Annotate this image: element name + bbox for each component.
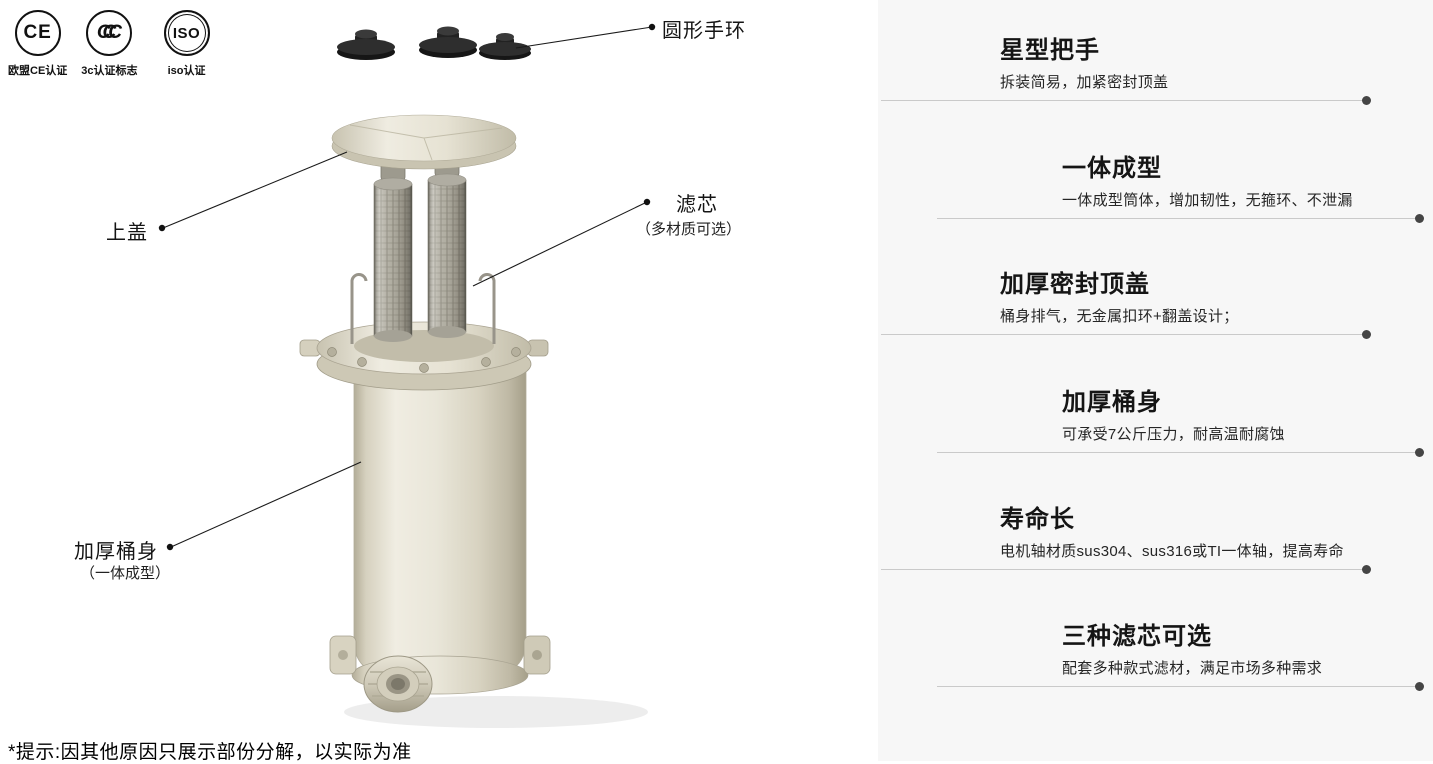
divider-dot	[1415, 682, 1424, 691]
feature-star-handle: 星型把手 拆装简易，加紧密封顶盖	[878, 30, 1433, 105]
hook-rods	[350, 273, 496, 344]
badge-iso: ISO iso认证	[163, 10, 210, 78]
knob-1	[337, 29, 395, 60]
badge-ce-label: 欧盟CE认证	[8, 65, 68, 77]
knob-2	[419, 26, 477, 58]
feature-panel: 星型把手 拆装简易，加紧密封顶盖 一体成型 一体成型筒体，增加韧性，无箍环、不泄…	[878, 0, 1433, 761]
feature-title: 三种滤芯可选	[1062, 623, 1212, 650]
feature-desc: 电机轴材质sus304、sus316或TI一体轴，提高寿命	[1000, 543, 1344, 560]
certification-badges: CE 欧盟CE认证 CCC 3c认证标志 ISO iso认证	[8, 10, 210, 78]
feature-sealed-lid: 加厚密封顶盖 桶身排气，无金属扣环+翻盖设计；	[878, 264, 1433, 339]
round-handles	[337, 26, 531, 60]
feature-desc: 拆装简易，加紧密封顶盖	[1000, 74, 1169, 91]
feature-title: 寿命长	[1000, 506, 1075, 533]
callout-body-sub: （一体成型）	[80, 565, 171, 582]
feature-one-piece: 一体成型 一体成型筒体，增加韧性，无箍环、不泄漏	[878, 148, 1433, 223]
filter-housing-illustration	[158, 23, 656, 728]
feature-title: 加厚桶身	[1062, 389, 1162, 416]
housing-body	[329, 365, 551, 713]
feature-long-life: 寿命长 电机轴材质sus304、sus316或TI一体轴，提高寿命	[878, 499, 1433, 574]
feature-divider	[881, 330, 1371, 339]
feature-divider	[937, 448, 1424, 457]
feature-divider	[881, 96, 1371, 105]
badge-ccc-label: 3c认证标志	[81, 65, 138, 77]
feature-title: 一体成型	[1062, 155, 1162, 182]
divider-dot	[1362, 96, 1371, 105]
feature-desc: 桶身排气，无金属扣环+翻盖设计；	[1000, 308, 1239, 325]
divider-dot	[1415, 448, 1424, 457]
callout-lines	[158, 23, 656, 551]
ccc-cert-icon: CCC	[86, 10, 133, 56]
feature-desc: 可承受7公斤压力，耐高温耐腐蚀	[1062, 426, 1285, 443]
badge-ce: CE 欧盟CE认证	[8, 10, 67, 78]
callout-filter: 滤芯	[676, 194, 718, 216]
feature-thick-body: 加厚桶身 可承受7公斤压力，耐高温耐腐蚀	[878, 382, 1433, 457]
divider-dot	[1415, 214, 1424, 223]
feature-desc: 配套多种款式滤材，满足市场多种需求	[1062, 660, 1323, 677]
disclaimer-note: *提示:因其他原因只展示部份分解，以实际为准	[8, 742, 412, 763]
feature-filter-options: 三种滤芯可选 配套多种款式滤材，满足市场多种需求	[878, 616, 1433, 691]
ground-shadow	[344, 696, 648, 728]
bottom-outlet	[363, 655, 433, 713]
cartridge-left	[373, 157, 413, 342]
badge-iso-label: iso认证	[167, 65, 206, 77]
divider-dot	[1362, 330, 1371, 339]
iso-cert-icon: ISO	[163, 10, 210, 56]
callout-lid: 上盖	[106, 222, 148, 244]
filter-cartridges	[373, 153, 467, 342]
feature-divider	[937, 214, 1424, 223]
knob-3	[479, 33, 531, 60]
feature-divider	[937, 682, 1424, 691]
badge-ccc: CCC 3c认证标志	[81, 10, 138, 78]
housing-lid	[331, 114, 517, 170]
feature-title: 加厚密封顶盖	[1000, 271, 1150, 298]
callout-handle: 圆形手环	[662, 20, 746, 42]
callout-body: 加厚桶身	[74, 541, 158, 563]
feature-desc: 一体成型筒体，增加韧性，无箍环、不泄漏	[1062, 192, 1353, 209]
housing-flange	[299, 321, 549, 391]
cartridge-right	[427, 153, 467, 338]
feature-title: 星型把手	[1000, 37, 1100, 64]
ce-cert-icon: CE	[14, 10, 61, 56]
divider-dot	[1362, 565, 1371, 574]
feature-divider	[881, 565, 1371, 574]
callout-filter-sub: （多材质可选）	[636, 221, 742, 238]
